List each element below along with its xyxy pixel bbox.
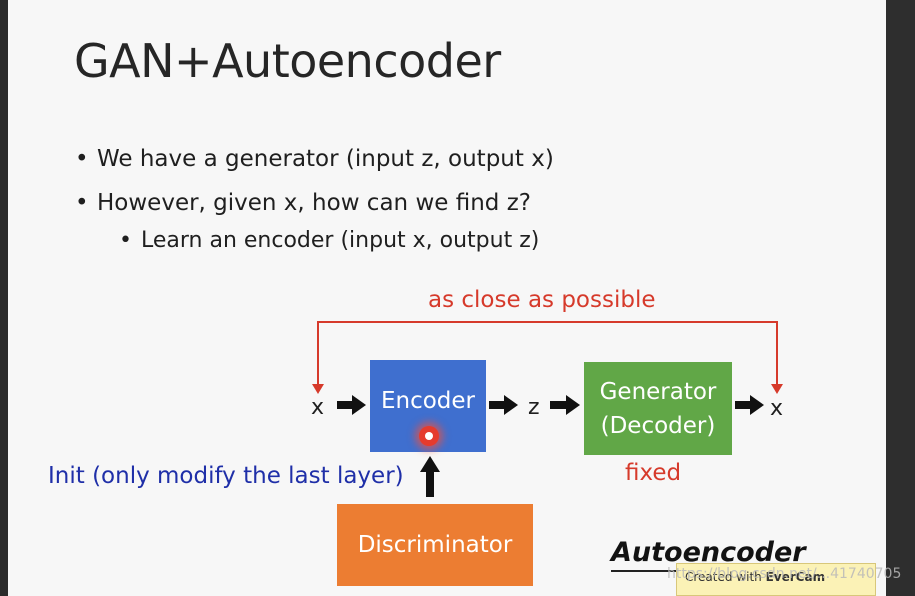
right-frame-border	[886, 0, 915, 596]
decoder-label: (Decoder)	[600, 412, 716, 439]
sub-bullet-encoder: Learn an encoder (input x, output z)	[119, 228, 539, 253]
slide-canvas	[8, 0, 886, 596]
slide-title: GAN+Autoencoder	[74, 34, 501, 88]
evercam-brand: EverCam	[765, 570, 826, 584]
bullet-find-z: However, given x, how can we find z?	[75, 190, 531, 216]
feedback-arrowhead-right	[771, 384, 783, 394]
arrow-z-to-generator	[550, 395, 580, 415]
arrow-generator-to-x	[735, 395, 764, 415]
laser-pointer-icon	[419, 426, 439, 446]
autoencoder-title: Autoencoder	[611, 537, 806, 568]
generator-label: Generator	[599, 378, 717, 405]
init-label: Init (only modify the last layer)	[48, 463, 404, 489]
watermark-url: https://blog.csdn.net/...41740705	[667, 566, 902, 582]
input-x-label: x	[311, 395, 325, 420]
left-frame-border	[0, 0, 8, 596]
discriminator-box: Discriminator	[337, 504, 533, 586]
evercam-prefix: Created with	[685, 570, 762, 584]
arrow-encoder-to-z	[489, 395, 518, 415]
fixed-label: fixed	[625, 460, 682, 486]
evercam-badge: Created with EverCam	[676, 563, 876, 596]
feedback-arrowhead-left	[312, 384, 324, 394]
output-x-label: x	[770, 396, 784, 421]
loop-label: as close as possible	[428, 287, 656, 313]
encoder-label: Encoder	[380, 388, 476, 414]
generator-box: Generator (Decoder)	[584, 362, 732, 455]
feedback-loop-line	[317, 321, 778, 388]
z-label: z	[528, 395, 540, 420]
discriminator-label: Discriminator	[357, 532, 513, 558]
bullet-generator: We have a generator (input z, output x)	[75, 146, 554, 172]
arrow-discriminator-to-encoder	[420, 456, 440, 497]
arrow-x-to-encoder	[337, 395, 366, 415]
